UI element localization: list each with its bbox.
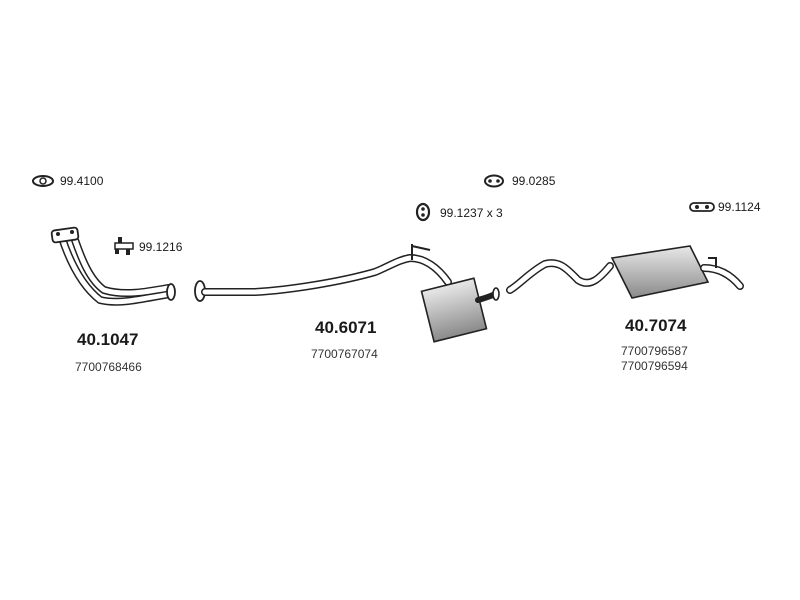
oval-hanger-icon: [484, 174, 504, 188]
oem-number-center-section: 7700767074: [311, 347, 378, 361]
rubber-mount-icon: [415, 202, 431, 222]
ring-gasket-icon: [32, 175, 54, 187]
part-number-rear-silencer: 40.7074: [625, 316, 687, 335]
accessory-code-clamp: 99.1216: [139, 240, 183, 254]
part-number-front-pipe: 40.1047: [77, 330, 139, 349]
rear-silencer-drawing: [506, 245, 744, 299]
oem-number-rear-silencer-1: 7700796587: [621, 344, 688, 358]
oem-number-rear-silencer-2: 7700796594: [621, 359, 688, 373]
strap-hanger-icon: [689, 202, 715, 212]
part-number-center-section: 40.6071: [315, 318, 377, 337]
oem-number-front-pipe: 7700768466: [75, 360, 142, 374]
front-pipe-drawing: [50, 226, 176, 306]
accessory-code-gasket: 99.4100: [60, 174, 104, 188]
accessory-code-hanger-ring: 99.0285: [512, 174, 556, 188]
accessory-code-strap: 99.1124: [718, 200, 761, 214]
center-section-drawing: [194, 244, 500, 343]
accessory-code-rubber-mount: 99.1237 x 3: [440, 206, 503, 220]
bolt-clamp-icon: [114, 237, 134, 255]
